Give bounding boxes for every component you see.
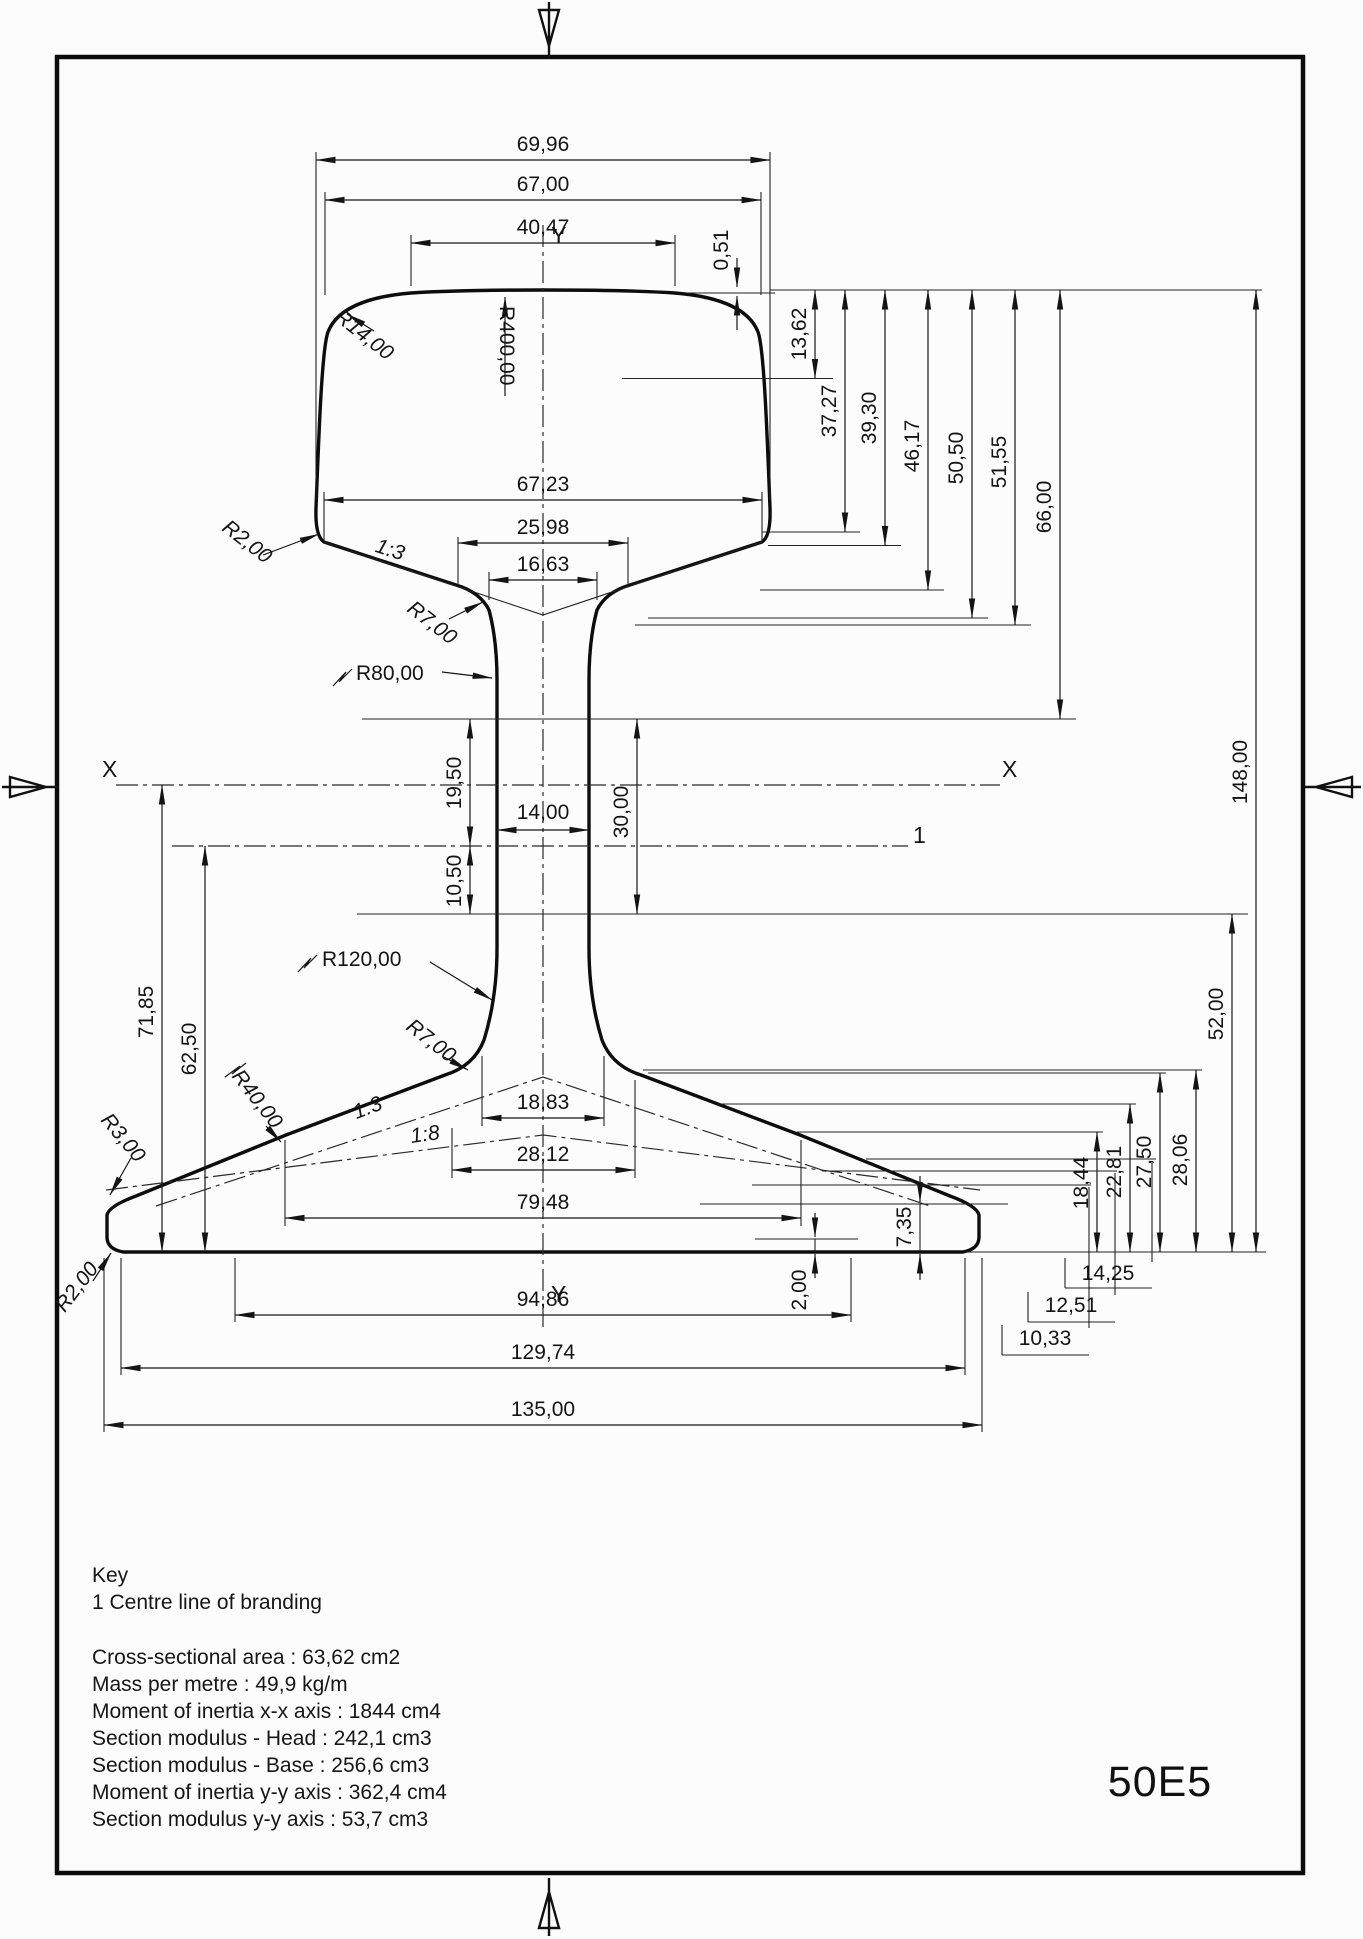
dim-height-28-06: 28,06 bbox=[1169, 1134, 1192, 1187]
dim-height-18-44: 18,44 bbox=[1070, 1156, 1093, 1209]
radius-foot-transition: R40,00 bbox=[227, 1065, 287, 1133]
dim-head-web-width-lower: 16,63 bbox=[517, 553, 570, 576]
spec-moment-inertia-yy: Moment of inertia y-y axis : 362,4 cm4 bbox=[92, 1781, 447, 1804]
dim-total-height: 148,00 bbox=[1229, 740, 1252, 804]
radius-head-web-fillet: R7,00 bbox=[403, 597, 462, 650]
dim-boxed-10-33: 10,33 bbox=[1019, 1327, 1072, 1350]
dim-web-foot-width-upper: 18,83 bbox=[517, 1091, 570, 1114]
profile-title: 50E5 bbox=[1107, 1758, 1213, 1806]
y-axis-label-top: Y bbox=[551, 222, 566, 248]
reference-lines bbox=[103, 152, 1266, 1432]
dim-branding-line-height: 62,50 bbox=[178, 1023, 201, 1076]
dim-foot-width-129-74: 129,74 bbox=[511, 1341, 576, 1364]
centering-mark-right bbox=[1305, 775, 1361, 799]
dim-foot-width-94-86: 94,86 bbox=[517, 1288, 570, 1311]
dim-gauge-drop: 0,51 bbox=[710, 230, 733, 271]
dim-height-13-62: 13,62 bbox=[788, 308, 811, 361]
foot-slope-construction-2 bbox=[105, 1134, 981, 1191]
spec-section-modulus-base: Section modulus - Base : 256,6 cm3 bbox=[92, 1754, 430, 1777]
dim-height-30-00: 30,00 bbox=[610, 786, 633, 839]
centering-mark-bottom bbox=[537, 1878, 561, 1936]
spec-moment-inertia-xx: Moment of inertia x-x axis : 1844 cm4 bbox=[92, 1700, 441, 1723]
key-gap bbox=[92, 1616, 447, 1644]
dim-web-foot-width-lower: 28,12 bbox=[517, 1143, 570, 1166]
dim-height-46-17: 46,17 bbox=[901, 420, 924, 473]
radius-crown: R400,00 bbox=[495, 306, 518, 385]
dim-neutral-axis-height: 71,85 bbox=[135, 986, 158, 1039]
dim-height-50-50: 50,50 bbox=[945, 432, 968, 485]
radius-foot-edge-top: R3,00 bbox=[96, 1109, 150, 1167]
x-axis-label-right: X bbox=[1002, 756, 1017, 782]
dim-height-27-50: 27,50 bbox=[1133, 1136, 1156, 1189]
sheet-border bbox=[54, 54, 1306, 1876]
dim-head-lower-width: 67,23 bbox=[517, 473, 570, 496]
dim-height-37-27: 37,27 bbox=[818, 385, 841, 438]
dim-boxed-14-25: 14,25 bbox=[1082, 1262, 1135, 1285]
radius-leaders bbox=[92, 296, 509, 1282]
spec-cross-sectional-area: Cross-sectional area : 63,62 cm2 bbox=[92, 1646, 401, 1669]
key-item-branding: 1 Centre line of branding bbox=[92, 1591, 322, 1614]
dim-height-2-00: 2,00 bbox=[788, 1270, 811, 1311]
dim-height-19-50: 19,50 bbox=[443, 757, 466, 810]
leader-zigzag bbox=[224, 1062, 247, 1078]
centering-mark-top bbox=[537, 2, 561, 58]
radius-gauge-corner: R2,00 bbox=[218, 516, 277, 569]
slope-foot-top: 1:3 bbox=[350, 1092, 386, 1124]
dim-crown-width: 40,47 bbox=[517, 216, 570, 239]
dim-height-22-81: 22,81 bbox=[1103, 1146, 1126, 1199]
slope-foot-outer: 1:8 bbox=[409, 1121, 441, 1148]
dim-foot-overall-width: 135,00 bbox=[511, 1398, 575, 1421]
radius-web-lower: R120,00 bbox=[322, 948, 401, 971]
dim-height-39-30: 39,30 bbox=[858, 392, 881, 445]
dim-head-top-width: 67,00 bbox=[517, 173, 570, 196]
radius-web-foot-fillet: R7,00 bbox=[402, 1015, 461, 1068]
branding-line-label: 1 bbox=[913, 822, 926, 848]
leader-zigzag bbox=[297, 954, 318, 973]
radius-web-upper: R80,00 bbox=[356, 662, 424, 685]
dim-foot-width-79-48: 79,48 bbox=[517, 1191, 570, 1214]
dim-foot-edge-height: 7,35 bbox=[893, 1207, 916, 1248]
y-axis-label-bottom: Y bbox=[551, 1281, 566, 1307]
dim-head-web-width-upper: 25,98 bbox=[517, 516, 570, 539]
leader-zigzag bbox=[332, 668, 353, 687]
dim-web-thickness: 14,00 bbox=[517, 801, 570, 824]
dim-height-52-00: 52,00 bbox=[1205, 988, 1228, 1041]
radius-head-corner: R14,00 bbox=[330, 305, 398, 365]
dim-boxed-12-51: 12,51 bbox=[1045, 1294, 1098, 1317]
dim-height-10-50: 10,50 bbox=[443, 855, 466, 908]
spec-section-modulus-head: Section modulus - Head : 242,1 cm3 bbox=[92, 1727, 432, 1750]
key-heading: Key bbox=[92, 1564, 129, 1587]
spec-mass-per-metre: Mass per metre : 49,9 kg/m bbox=[92, 1673, 348, 1696]
spec-section-modulus-yy: Section modulus y-y axis : 53,7 cm3 bbox=[92, 1808, 429, 1831]
centering-mark-left bbox=[2, 775, 58, 799]
dim-height-51-55: 51,55 bbox=[988, 436, 1011, 489]
dim-head-overall-width: 69,96 bbox=[517, 133, 570, 156]
x-axis-label-left: X bbox=[102, 756, 117, 782]
key-block: Key 1 Centre line of branding Cross-sect… bbox=[92, 1562, 447, 1833]
dim-height-66-00: 66,00 bbox=[1033, 481, 1056, 534]
dimension-lines bbox=[103, 156, 1260, 1429]
